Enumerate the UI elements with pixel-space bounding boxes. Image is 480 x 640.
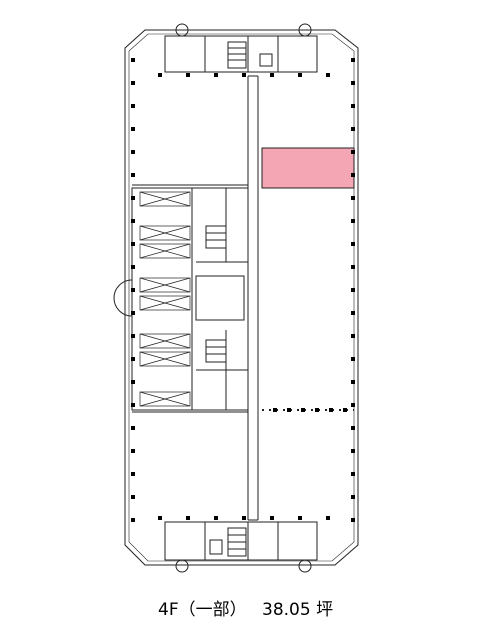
structural-column [186,516,190,520]
structural-column [273,408,277,412]
structural-column [131,242,135,246]
structural-column [343,408,347,412]
floor-label: 4F（一部） [158,600,247,620]
structural-column [242,73,246,77]
structural-column [131,219,135,223]
left-core [131,187,249,411]
center-hall [195,275,245,321]
structural-column [131,196,135,200]
structural-column [131,58,135,62]
structural-column [131,288,135,292]
structural-column [351,334,355,338]
structural-column [131,495,135,499]
structural-column [351,104,355,108]
stair-core-lower [205,339,227,363]
structural-column [158,73,162,77]
structural-column [131,173,135,177]
structural-column [131,265,135,269]
left-bay [113,279,133,317]
building-outline-inner [128,33,355,562]
structural-column [214,516,218,520]
structural-column [158,516,162,520]
structural-column [351,472,355,476]
structural-column [214,73,218,77]
structural-column [351,311,355,315]
structural-column [351,265,355,269]
stair-top [227,41,247,69]
structural-column [351,495,355,499]
structural-column [131,150,135,154]
structural-column [131,426,135,430]
structural-column [270,73,274,77]
structural-column [131,334,135,338]
structural-column [131,81,135,85]
building-outline [124,29,359,566]
top-core [164,35,318,73]
structural-column [351,127,355,131]
area-label: 38.05 坪 [262,600,334,620]
structural-column [351,449,355,453]
structural-column [351,196,355,200]
structural-column [351,242,355,246]
structural-column [131,311,135,315]
structural-column [351,173,355,177]
structural-column [131,472,135,476]
structural-column [242,516,246,520]
structural-column [351,380,355,384]
structural-column [351,58,355,62]
leased-area-highlight [261,147,355,189]
structural-column [131,104,135,108]
structural-column [131,449,135,453]
structural-column [270,516,274,520]
structural-column [315,408,319,412]
structural-column [131,380,135,384]
structural-column [287,408,291,412]
structural-column [351,150,355,154]
structural-column [301,408,305,412]
structural-column [131,127,135,131]
structural-column [131,518,135,522]
structural-column [351,81,355,85]
elevator-shafts [139,191,191,407]
structural-column [298,73,302,77]
corner-circle [298,559,312,573]
structural-column [329,408,333,412]
structural-column [298,516,302,520]
structural-column [351,426,355,430]
stair-core-upper [205,225,227,249]
structural-column [186,73,190,77]
structural-column [351,403,355,407]
corner-circle [175,559,189,573]
bottom-core [164,521,318,561]
structural-column [326,73,330,77]
structural-column [326,516,330,520]
structural-column [351,288,355,292]
structural-column [351,357,355,361]
structural-column [131,357,135,361]
structural-column [351,219,355,223]
structural-column [131,403,135,407]
structural-column [351,518,355,522]
